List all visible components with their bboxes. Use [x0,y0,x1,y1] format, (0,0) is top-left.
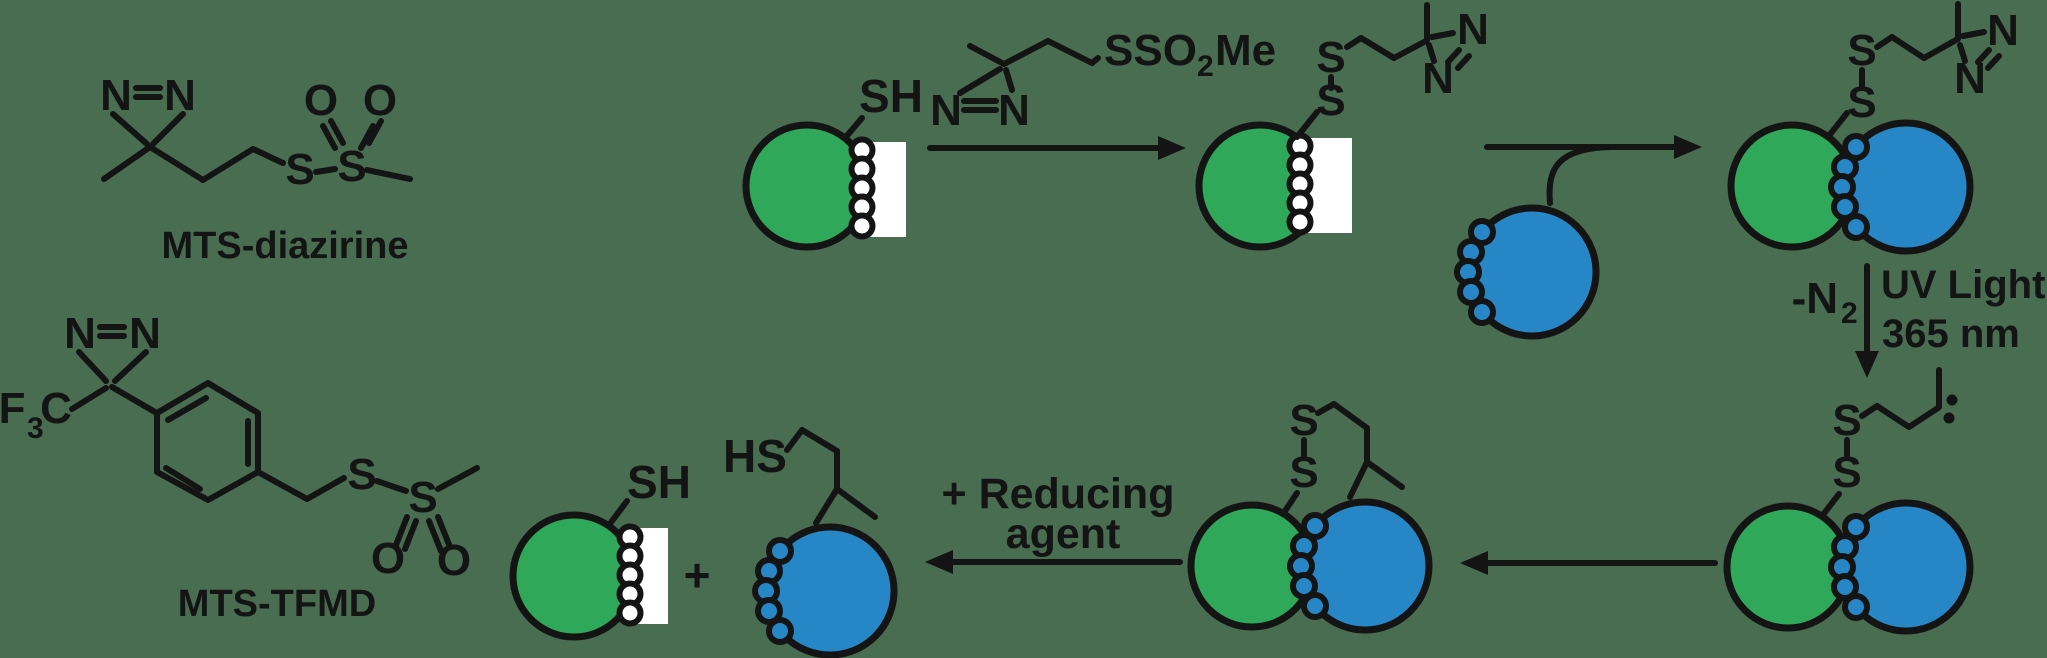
partner-protein [1454,204,1600,340]
carbene-electron-dot [1943,412,1955,424]
uv-light-label: UV Light [1881,263,2045,307]
s-atom: S [347,450,376,499]
s-atom: S [1316,33,1345,82]
s-atom: S [1316,76,1345,125]
o-atom: O [304,76,338,125]
pocket-wave [1286,132,1314,236]
mts-tfmd-structure: N N F 3 C S S O O MTS-TFMD [0,309,480,625]
f-subscript: 3 [27,412,44,445]
n-atom: N [930,86,962,135]
s-atom: S [1289,448,1318,497]
crosslink-chain [1280,401,1405,517]
free-thiol-chain [784,427,878,526]
s-atom: S [1289,396,1318,445]
mts-diazirine-structure: N N S S O O MTS-diazirine [100,71,413,267]
disulfide-diazirine-chain [1825,1,2002,140]
mts-tfmd-label: MTS-TFMD [178,583,376,625]
mts-diazirine-label: MTS-diazirine [161,225,408,267]
protein-b-fingers [752,537,794,645]
s-atom: S [1847,26,1876,75]
o-atom: O [437,536,471,585]
pocket-wave [616,523,644,627]
thiol-label: SH [627,456,691,508]
labeled-protein: S S N N [1195,2,1489,251]
reaction-arrow-1 [927,136,1186,160]
n-atom: N [998,86,1030,135]
f-atom: F [0,384,25,433]
reaction-arrow-2 [1484,135,1702,206]
o-atom: O [363,76,397,125]
s-atom: S [1832,448,1861,497]
minus-n2-sub: 2 [1841,297,1858,330]
reaction-arrow-4: + Reducing agent [925,470,1183,574]
s-atom: S [1847,78,1876,127]
mts-diazirine-bonds [101,85,413,183]
n-atom: N [1422,54,1454,103]
n-atom: N [100,71,132,120]
reaction-arrow-3 [1460,551,1718,575]
n-atom: N [164,71,196,120]
protein-b-fingers [1454,218,1496,326]
uv-wavelength-label: 365 nm [1882,312,2020,356]
disulfide-diazirine-chain [1294,2,1472,140]
protein-b-fingers [1828,133,1870,241]
c-atom: C [40,384,72,433]
protein-b-fingers [1828,513,1870,621]
reducing-agent-label-line2: agent [1006,510,1121,558]
s-atom: S [337,142,366,191]
protein-b-fingers [1287,512,1329,620]
carbene-electron-dot [1946,394,1958,406]
reagent-structure: N N SSO 2 Me [930,26,1276,135]
crosslinked-complex: S S [1187,396,1433,634]
product-thiol-protein: SH [509,456,691,641]
reagent-formula-tail: Me [1215,26,1276,75]
product-alkylated-protein: HS [723,427,898,658]
reagent-formula-sub: 2 [1197,50,1214,83]
joining-curve [1546,144,1615,206]
n-atom: N [64,309,96,358]
free-thiol-label: HS [723,430,787,482]
s-atom: S [285,145,314,194]
thiol-bond [842,115,865,141]
thiol-bond [606,498,630,528]
thiol-label: SH [859,70,923,122]
plus-sign: + [684,549,711,601]
o-atom: O [371,534,405,583]
n-atom: N [1457,5,1489,54]
docked-complex-carbene: S S [1723,367,1974,635]
pocket-wave [848,136,876,240]
thiol-protein-start: SH [742,70,923,251]
reducing-agent-label-line1: + Reducing [942,470,1175,518]
mts-tfmd-bonds [69,324,480,554]
disulfide-carbene-chain [1819,367,1958,519]
uv-arrow: -N 2 UV Light 365 nm [1792,263,2045,378]
minus-n2-label: -N [1792,274,1838,323]
s-atom: S [408,473,437,522]
reagent-formula: SSO [1104,26,1197,75]
s-atom: S [1832,396,1861,445]
reagent-bonds [957,38,1101,113]
n-atom: N [129,309,161,358]
n-atom: N [1987,6,2019,55]
docked-complex-diazirine: S S N N [1727,1,2019,255]
n-atom: N [1954,54,1986,103]
